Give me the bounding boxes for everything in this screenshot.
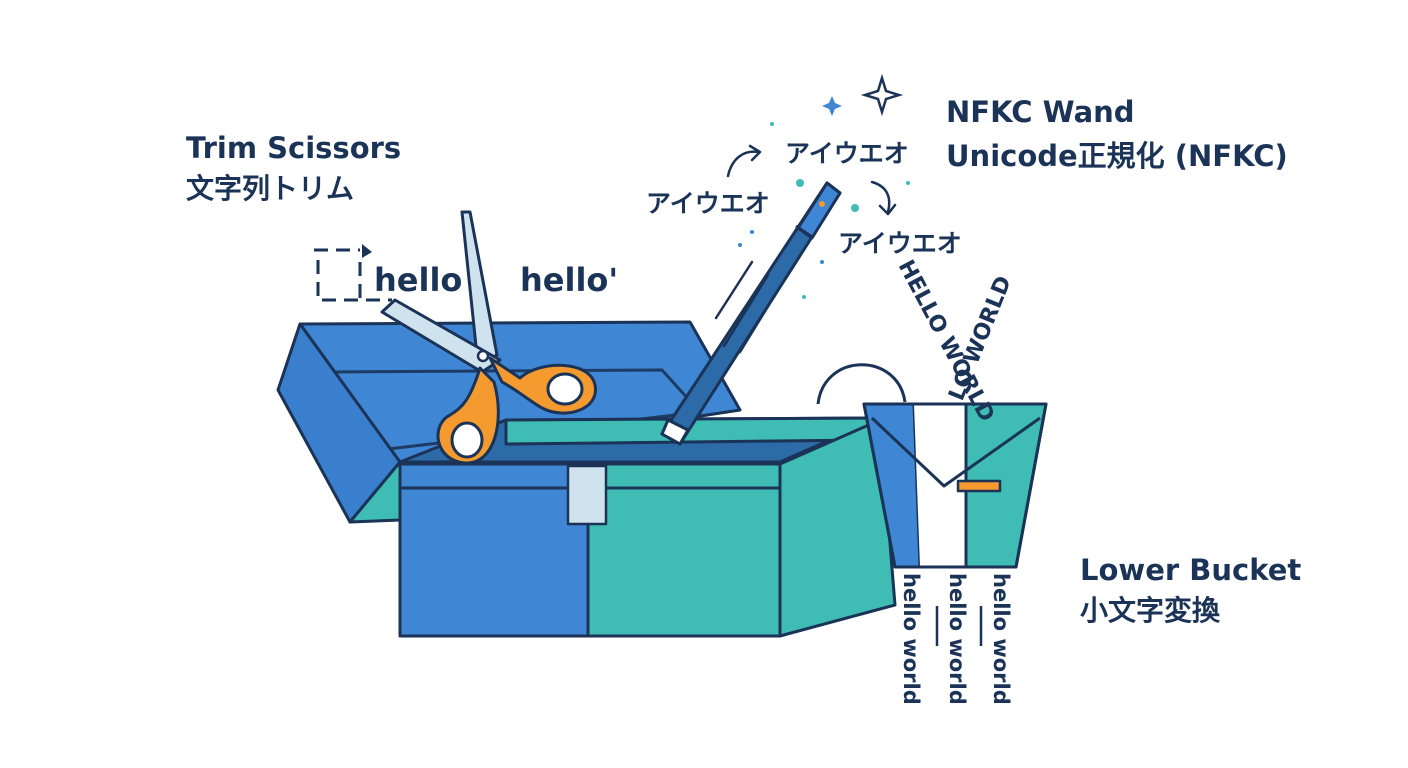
trim-subtitle: 文字列トリム (186, 172, 354, 205)
scissors-icon (380, 210, 597, 465)
nfkc-input-text: アイウエオ (646, 189, 770, 218)
nfkc-title: NFKC Wand (946, 95, 1135, 129)
trim-dashed-box-icon (314, 248, 392, 302)
bucket-icon (816, 363, 1048, 569)
sparkle-icon (822, 73, 904, 117)
bucket-output-1: hello world (899, 573, 923, 705)
bucket-body-mid (914, 404, 966, 567)
bucket-stream-lines (935, 606, 983, 646)
nfkc-output-text: アイウエオ (838, 229, 962, 258)
sparkle-dots (738, 122, 910, 299)
toolbox-side (778, 418, 897, 638)
bucket-output-2: hello world (945, 573, 969, 705)
wand-end (660, 418, 690, 446)
scissors-hole-left (450, 421, 484, 459)
nfkc-subtitle: Unicode正規化 (NFKC) (946, 139, 1288, 173)
toolbox-latch (566, 464, 608, 526)
bucket-handle (816, 363, 907, 405)
bucket-outline (862, 402, 1048, 569)
nfkc-middle-text: アイウエオ (785, 139, 909, 168)
toolbox-front-left (398, 462, 590, 638)
scissors-hole-right (546, 372, 584, 406)
bucket-rim-line (870, 416, 1041, 488)
trim-arrow-head (362, 244, 372, 258)
toolbox-front-right (586, 462, 782, 638)
lower-subtitle: 小文字変換 (1080, 594, 1221, 627)
bucket-clasp (956, 479, 1002, 493)
toolbox-icon (276, 320, 897, 638)
bucket-output-3: hello world (989, 573, 1013, 705)
trim-title: Trim Scissors (186, 131, 401, 165)
wand-glint (819, 201, 825, 207)
wand-motion-lines (714, 260, 777, 354)
lower-title: Lower Bucket (1080, 553, 1301, 587)
scissors-pivot (476, 349, 490, 363)
wand-band (795, 224, 813, 239)
magic-wand-icon (660, 181, 842, 446)
trim-before-text: hello (374, 261, 462, 299)
trim-after-text: hello' (520, 261, 618, 299)
toolbox-rim-right (586, 462, 782, 490)
curved-arrow-icon (726, 144, 897, 216)
wand-tip (796, 181, 842, 240)
scissors-blade-long (460, 210, 499, 367)
